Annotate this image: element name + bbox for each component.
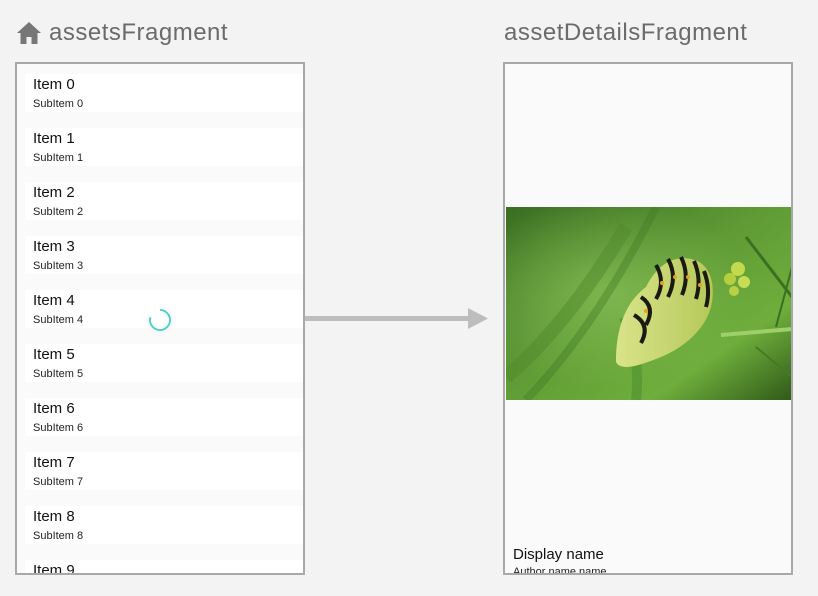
- list-item-subtitle: SubItem 3: [33, 260, 84, 272]
- list-item-subtitle: SubItem 7: [33, 476, 84, 488]
- list-item-title: Item 9: [33, 562, 75, 575]
- list-item[interactable]: Item 8 SubItem 8: [25, 506, 303, 544]
- list-item-title: Item 0: [33, 76, 75, 93]
- list-item-subtitle: SubItem 1: [33, 152, 84, 164]
- list-item[interactable]: Item 2 SubItem 2: [25, 182, 303, 220]
- list-item-title: Item 4: [33, 292, 75, 309]
- list-item[interactable]: Item 0 SubItem 0: [25, 74, 303, 112]
- asset-details-fragment-title: assetDetailsFragment: [504, 21, 747, 45]
- list-item[interactable]: Item 4 SubItem 4: [25, 290, 303, 328]
- list-item-subtitle: SubItem 6: [33, 422, 84, 434]
- list-item-title: Item 6: [33, 400, 75, 417]
- list-item-title: Item 1: [33, 130, 75, 147]
- navigation-arrow: [305, 308, 488, 329]
- display-name: Display name: [513, 546, 604, 563]
- assets-fragment-label: assetsFragment: [49, 19, 229, 46]
- list-item-subtitle: SubItem 8: [33, 530, 84, 542]
- list-item-title: Item 7: [33, 454, 75, 471]
- list-item[interactable]: Item 3 SubItem 3: [25, 236, 303, 274]
- list-item-title: Item 5: [33, 346, 75, 363]
- list-item-subtitle: SubItem 0: [33, 98, 84, 110]
- asset-details-screen: Display name Author name name: [503, 62, 793, 575]
- list-item[interactable]: Item 1 SubItem 1: [25, 128, 303, 166]
- list-item-subtitle: SubItem 5: [33, 368, 84, 380]
- list-item-subtitle: SubItem 4: [33, 314, 84, 326]
- asset-details-fragment-label: assetDetailsFragment: [504, 19, 748, 46]
- list-item-subtitle: SubItem 2: [33, 206, 84, 218]
- list-item[interactable]: Item 6 SubItem 6: [25, 398, 303, 436]
- assets-fragment-title: assetsFragment: [16, 21, 228, 45]
- list-item[interactable]: Item 9: [25, 560, 303, 575]
- list-item-title: Item 2: [33, 184, 75, 201]
- list-item[interactable]: Item 5 SubItem 5: [25, 344, 303, 382]
- loading-spinner-icon: [149, 309, 171, 331]
- author-name: Author name name: [513, 566, 607, 575]
- assets-list-screen: Item 0 SubItem 0 Item 1 SubItem 1 Item 2…: [15, 62, 305, 575]
- list-item-title: Item 3: [33, 238, 75, 255]
- caterpillar-image: [506, 207, 791, 400]
- list-item[interactable]: Item 7 SubItem 7: [25, 452, 303, 490]
- list-item-title: Item 8: [33, 508, 75, 525]
- home-icon: [17, 22, 41, 44]
